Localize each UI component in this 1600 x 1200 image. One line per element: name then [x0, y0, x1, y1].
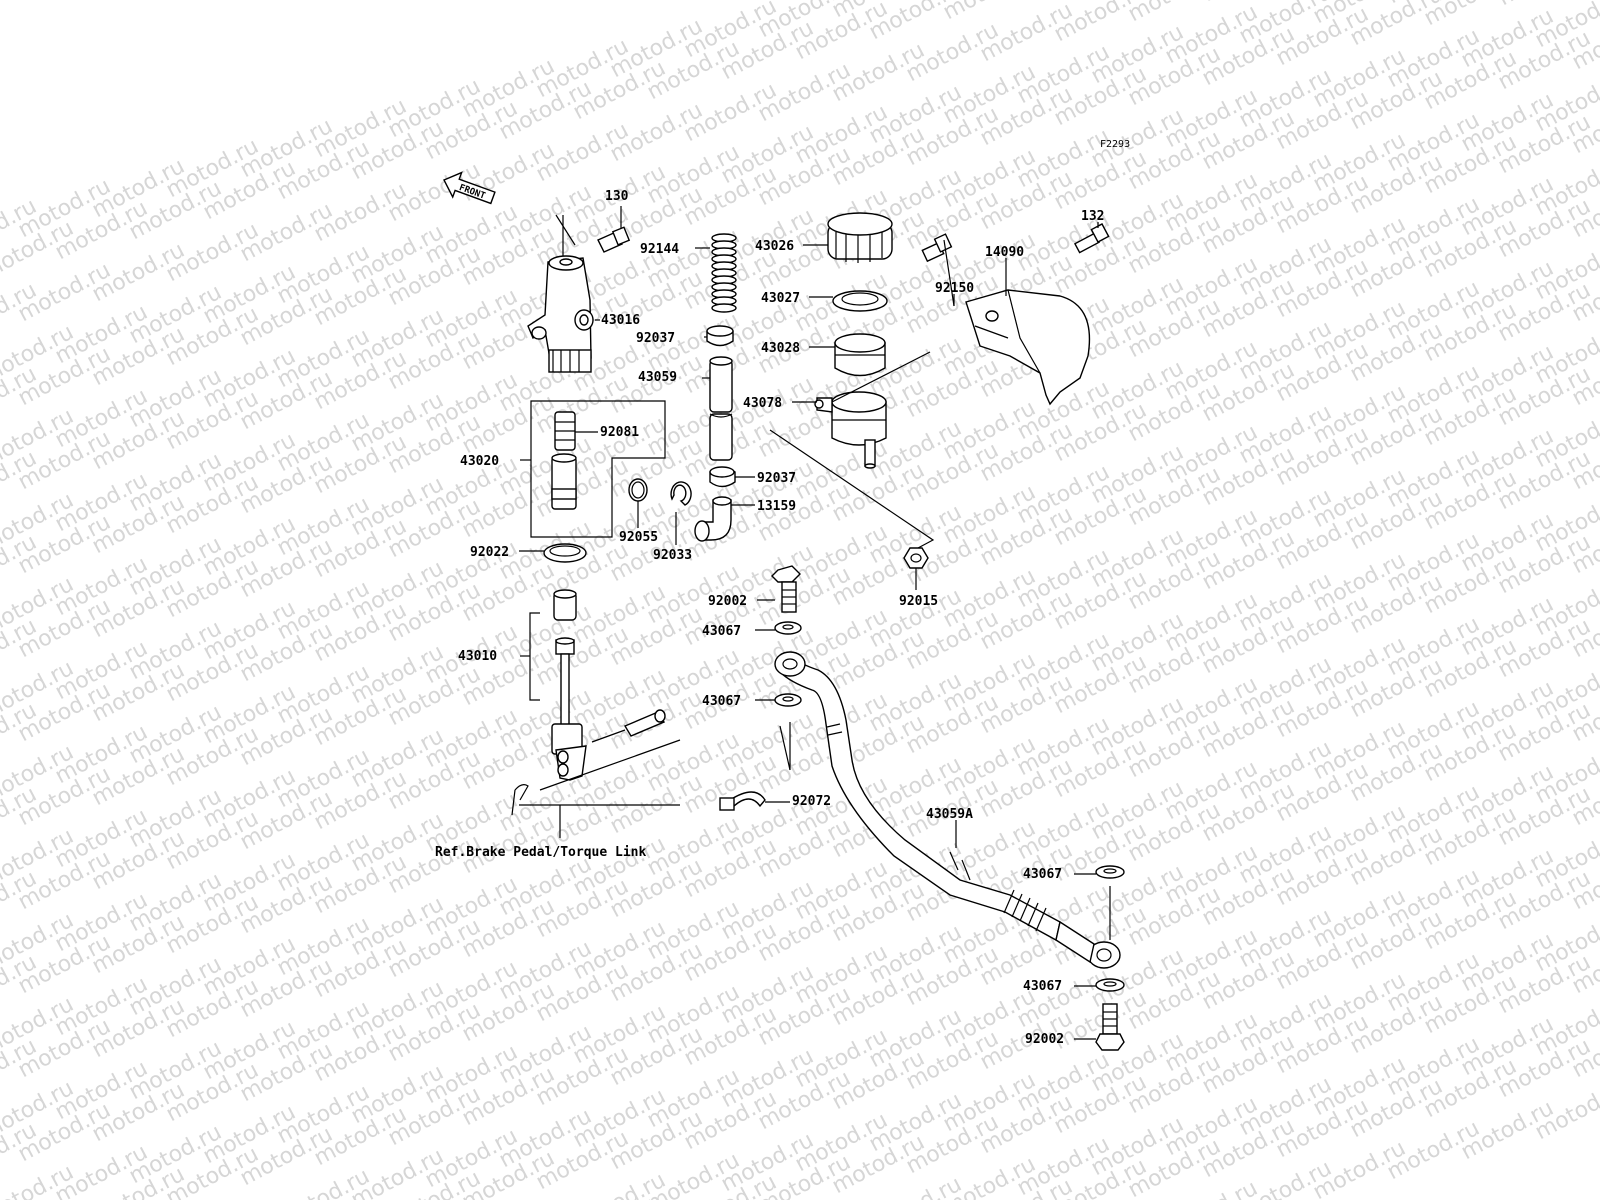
push-rod-43010: [520, 589, 587, 781]
piston-kit-43020: [520, 400, 666, 538]
part-labels: 130 92144 43026 132 14090 43027 92150 43…: [458, 189, 1104, 1047]
washer-43067-1: [774, 621, 802, 635]
nut-92015: [903, 547, 929, 569]
label-92037-lower: 92037: [757, 471, 796, 486]
reservoir-cap-43026: [827, 212, 893, 263]
elbow-fitting-13159: [694, 496, 732, 542]
label-130: 130: [605, 189, 629, 204]
label-92002-lower: 92002: [1025, 1032, 1064, 1047]
clevis-pin: [591, 709, 666, 743]
label-43067-3: 43067: [1023, 867, 1062, 882]
label-43059A: 43059A: [926, 807, 973, 822]
label-132: 132: [1081, 209, 1104, 224]
clamp-92037-upper: [706, 325, 734, 347]
bolt-92150: [921, 233, 953, 263]
diaphragm-43028: [834, 333, 886, 377]
clamp-92037-lower: [709, 466, 736, 488]
reservoir-guard-14090: [965, 289, 1091, 406]
washer-43067-4: [1095, 978, 1125, 992]
label-92033: 92033: [653, 548, 692, 563]
label-13159: 13159: [757, 499, 796, 514]
label-43078: 43078: [743, 396, 782, 411]
label-43067-1: 43067: [702, 624, 741, 639]
front-arrow-icon: FRONT: [443, 171, 496, 205]
label-43016: 43016: [601, 313, 640, 328]
cotter-pin: [511, 784, 529, 816]
label-43028: 43028: [761, 341, 800, 356]
hose-43059-upper: [709, 356, 733, 461]
bolt-132: [1073, 223, 1110, 254]
label-92002-upper: 92002: [708, 594, 747, 609]
washer-43067-2: [774, 693, 802, 707]
leader-lines: [519, 206, 1099, 1040]
bolt-130: [597, 226, 631, 253]
spring-coil: [711, 303, 737, 313]
label-43027: 43027: [761, 291, 800, 306]
plate-43027: [832, 290, 888, 312]
spring-92144: [711, 233, 737, 313]
label-92015: 92015: [899, 594, 938, 609]
label-43026: 43026: [755, 239, 794, 254]
ref-bracket-lines: [519, 739, 681, 838]
label-43067-4: 43067: [1023, 979, 1062, 994]
label-43067-2: 43067: [702, 694, 741, 709]
label-92081: 92081: [600, 425, 639, 440]
label-92037-upper: 92037: [636, 331, 675, 346]
circlip-92033: [670, 481, 692, 506]
banjo-bolt-92002-upper: [771, 565, 801, 613]
master-cylinder-body: [527, 214, 594, 373]
washer-43067-3: [1095, 865, 1125, 879]
ref-brake-pedal-note: Ref.Brake Pedal/Torque Link: [435, 845, 646, 860]
label-92055: 92055: [619, 530, 658, 545]
reservoir-43078: [814, 391, 887, 469]
label-43010: 43010: [458, 649, 497, 664]
label-92022: 92022: [470, 545, 509, 560]
label-14090: 14090: [985, 245, 1024, 260]
banjo-bolt-92002-lower: [1095, 1003, 1125, 1051]
hose-clamp-92072: [719, 791, 766, 811]
diagram-code: F2293: [1100, 139, 1130, 150]
label-43059: 43059: [638, 370, 677, 385]
label-92144: 92144: [640, 242, 679, 257]
label-92072: 92072: [792, 794, 831, 809]
snap-ring-92022: [543, 543, 587, 563]
label-92150: 92150: [935, 281, 974, 296]
label-43020: 43020: [460, 454, 499, 469]
brake-hose-43059A: [774, 651, 1121, 969]
